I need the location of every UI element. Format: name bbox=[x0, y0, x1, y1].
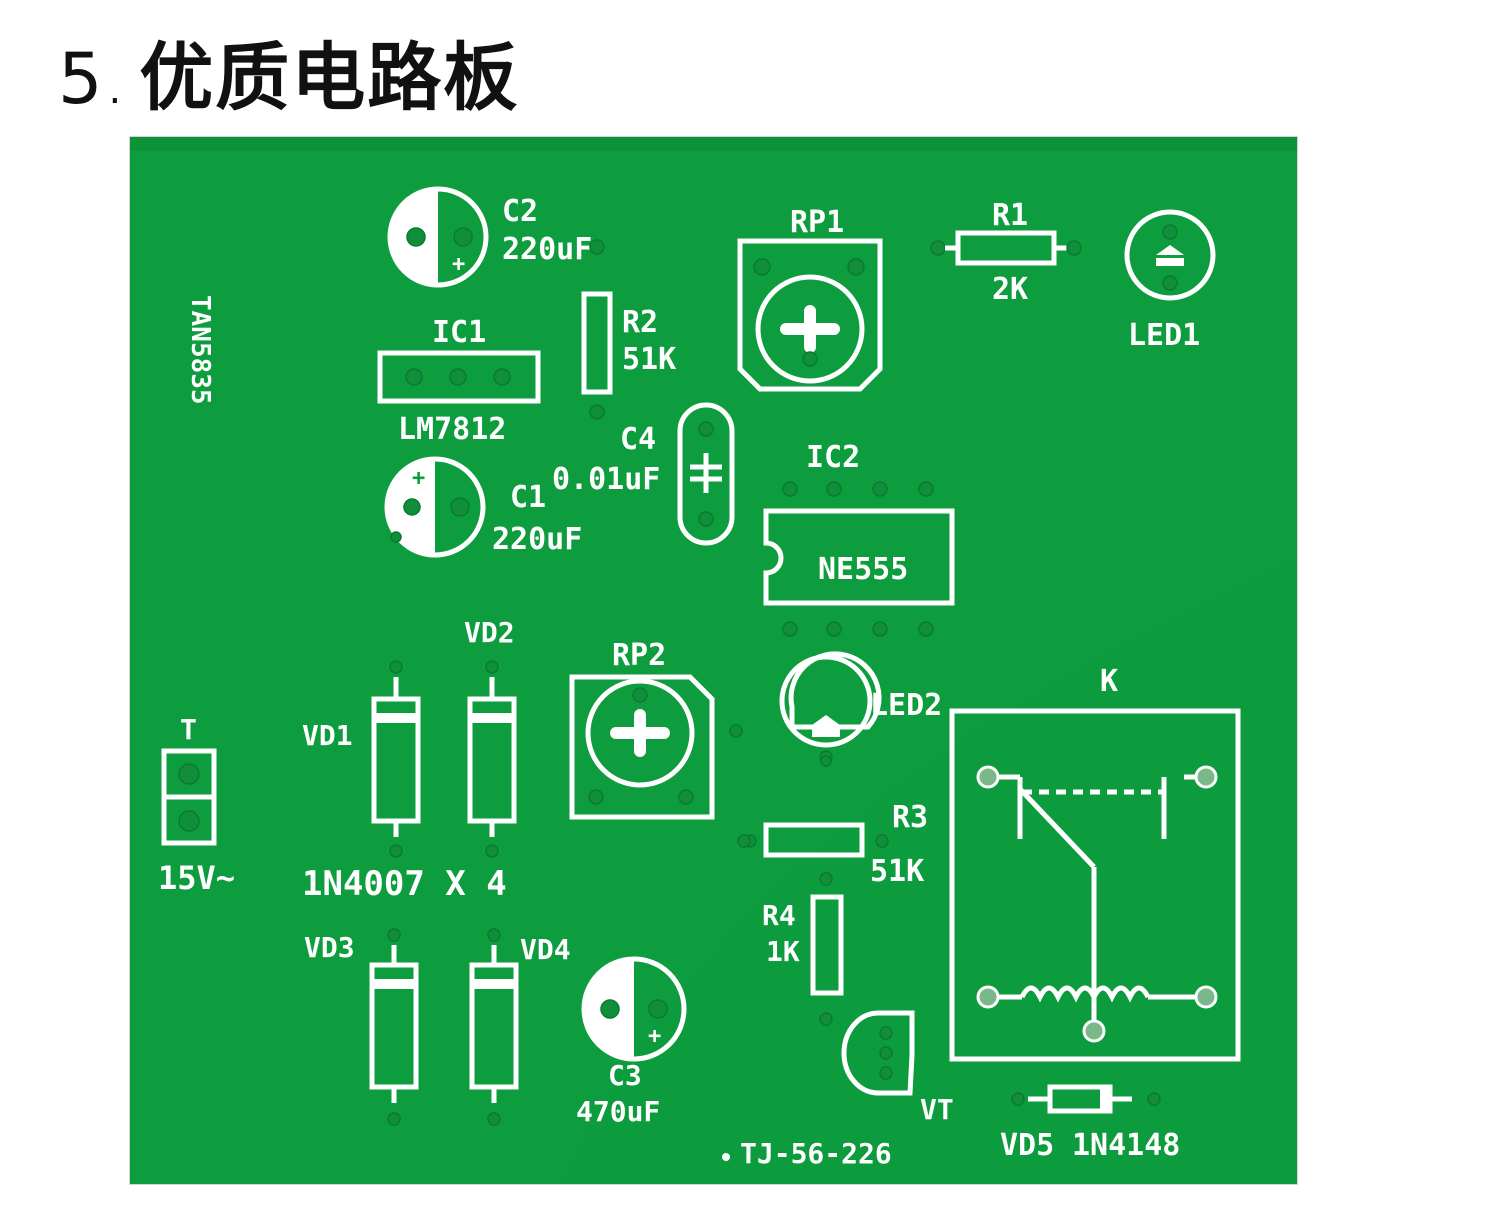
vd3-diode bbox=[369, 928, 419, 1126]
label-vd3: VD3 bbox=[304, 931, 355, 964]
label-vd4: VD4 bbox=[520, 933, 571, 966]
label-rp2: RP2 bbox=[612, 638, 666, 673]
label-c1: C1 bbox=[510, 480, 546, 515]
label-vd1: VD1 bbox=[302, 719, 353, 752]
vd1-diode bbox=[371, 660, 421, 858]
label-r3-value: 51K bbox=[870, 854, 924, 889]
ic2-timer bbox=[763, 481, 955, 637]
k-relay bbox=[949, 708, 1241, 1062]
r2-resistor bbox=[581, 239, 613, 420]
label-diodes: 1N4007 X 4 bbox=[302, 864, 507, 904]
page-heading: 5 . 优质电路板 bbox=[58, 18, 519, 125]
label-r2: R2 bbox=[622, 305, 658, 340]
svg-text:+: + bbox=[412, 466, 425, 491]
ic1-regulator bbox=[377, 350, 541, 404]
c2-capacitor: + bbox=[387, 186, 489, 288]
label-r4-value: 1K bbox=[766, 935, 800, 968]
label-c2-value: 220uF bbox=[502, 232, 592, 267]
c3-capacitor: + bbox=[581, 956, 687, 1062]
label-vt: VT bbox=[920, 1093, 954, 1126]
label-vd5-part: 1N4148 bbox=[1072, 1128, 1180, 1163]
label-r3: R3 bbox=[892, 800, 928, 835]
label-r2-value: 51K bbox=[622, 342, 676, 377]
c1-capacitor: + bbox=[384, 456, 486, 558]
label-r1-value: 2K bbox=[992, 272, 1028, 307]
label-r1: R1 bbox=[992, 198, 1028, 233]
label-r4: R4 bbox=[762, 899, 796, 932]
label-led1: LED1 bbox=[1128, 318, 1200, 353]
label-ic1: IC1 bbox=[432, 315, 486, 350]
pcb-photo: TAN5835 + C2 220uF IC1 LM7812 R2 51K bbox=[130, 137, 1297, 1184]
label-vd5: VD5 bbox=[1000, 1128, 1054, 1163]
label-ic1-part: LM7812 bbox=[398, 412, 506, 447]
r4-resistor bbox=[810, 872, 844, 1026]
heading-title: 优质电路板 bbox=[139, 35, 520, 121]
label-c3: C3 bbox=[608, 1059, 642, 1092]
vt-transistor bbox=[841, 1010, 915, 1096]
label-rp1: RP1 bbox=[790, 205, 844, 240]
t-terminal bbox=[161, 748, 217, 846]
rp1-potentiometer bbox=[737, 238, 883, 392]
label-board-code: TJ-56-226 bbox=[740, 1137, 892, 1170]
heading-number: 5 bbox=[58, 38, 103, 120]
label-t: T bbox=[180, 713, 197, 746]
label-c4-value: 0.01uF bbox=[552, 462, 660, 497]
r1-resistor bbox=[930, 230, 1082, 266]
label-c3-value: 470uF bbox=[576, 1095, 660, 1128]
label-ic2: IC2 bbox=[806, 440, 860, 475]
svg-text:+: + bbox=[648, 1024, 661, 1049]
label-serial: TAN5835 bbox=[185, 295, 215, 405]
r3-resistor bbox=[737, 822, 889, 858]
pcb-board: TAN5835 + C2 220uF IC1 LM7812 R2 51K bbox=[130, 137, 1297, 1184]
vd2-diode bbox=[467, 660, 517, 858]
rp2-potentiometer bbox=[569, 674, 715, 820]
c4-capacitor bbox=[677, 402, 735, 546]
label-ic2-part: NE555 bbox=[818, 552, 908, 587]
label-k: K bbox=[1100, 664, 1118, 699]
label-led2: LED2 bbox=[870, 688, 942, 723]
label-c2: C2 bbox=[502, 194, 538, 229]
label-c4: C4 bbox=[620, 422, 656, 457]
vd5-diode bbox=[1011, 1084, 1161, 1114]
label-c1-value: 220uF bbox=[492, 522, 582, 557]
label-t-voltage: 15V~ bbox=[158, 859, 235, 897]
led1 bbox=[1124, 209, 1216, 301]
label-vd2: VD2 bbox=[464, 616, 515, 649]
svg-text:+: + bbox=[452, 252, 465, 277]
heading-separator: . bbox=[108, 67, 122, 113]
vd4-diode bbox=[469, 928, 519, 1126]
